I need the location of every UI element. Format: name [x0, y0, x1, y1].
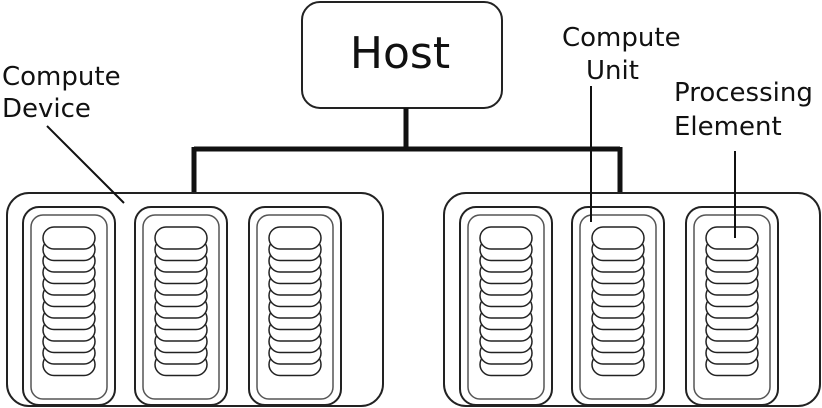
compute-unit-label-line2: Unit: [586, 56, 639, 86]
compute-device-pointer: [46, 125, 125, 204]
processing-element: [479, 226, 533, 250]
compute-units-layer: [22, 206, 779, 406]
compute-unit-annotation: Compute Unit: [562, 23, 681, 222]
processing-element: [705, 226, 759, 250]
host-bus: [191, 108, 623, 194]
compute-unit-label-line1: Compute: [562, 23, 681, 53]
processing-element: [42, 226, 96, 250]
compute-unit: [571, 206, 665, 406]
compute-device-annotation: Compute Device: [2, 62, 125, 204]
processing-element-label-line1: Processing: [674, 78, 813, 108]
processing-element: [591, 226, 645, 250]
compute-unit: [134, 206, 228, 406]
processing-element: [268, 226, 322, 250]
host-node: Host: [301, 1, 503, 109]
processing-element-label-line2: Element: [674, 112, 782, 142]
host-box: [301, 1, 503, 109]
processing-element-annotation: Processing Element: [674, 78, 813, 238]
compute-unit: [685, 206, 779, 406]
compute-device-label-line2: Device: [2, 94, 91, 124]
compute-unit: [248, 206, 342, 406]
compute-unit: [22, 206, 116, 406]
compute-unit: [459, 206, 553, 406]
host-label: Host: [350, 28, 450, 79]
compute-device-label-line1: Compute: [2, 62, 121, 92]
processing-element: [154, 226, 208, 250]
